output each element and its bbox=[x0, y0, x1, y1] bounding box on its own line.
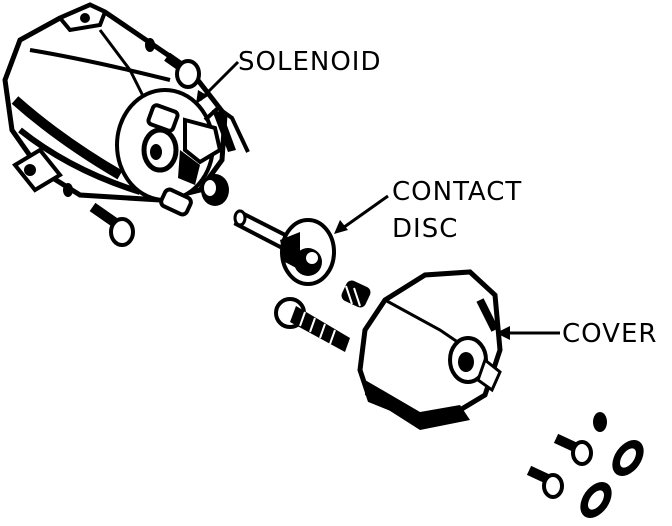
small-bushing bbox=[201, 174, 229, 206]
leader-contact-disc bbox=[334, 194, 389, 234]
nut-right-upper bbox=[612, 439, 644, 477]
washer-bottom-small bbox=[593, 412, 607, 432]
label-solenoid: SOLENOID bbox=[238, 47, 381, 77]
label-cover: COVER bbox=[562, 319, 657, 349]
small-spring bbox=[341, 280, 371, 308]
label-disc: DISC bbox=[392, 214, 458, 244]
screw-left bbox=[89, 202, 135, 247]
leader-cover bbox=[496, 326, 560, 340]
screw-top bbox=[164, 52, 201, 89]
long-bolt bbox=[274, 297, 350, 352]
washer-top bbox=[145, 38, 155, 52]
screw-bottom-upper bbox=[553, 433, 593, 466]
nut-right-lower bbox=[580, 481, 612, 519]
contact-disc-assembly bbox=[233, 209, 336, 286]
washer-left bbox=[63, 183, 73, 197]
solenoid-body bbox=[2, 2, 250, 217]
screw-bottom-lower bbox=[526, 465, 564, 499]
label-contact: CONTACT bbox=[392, 177, 522, 207]
leader-solenoid bbox=[196, 60, 240, 104]
cover bbox=[357, 269, 503, 430]
